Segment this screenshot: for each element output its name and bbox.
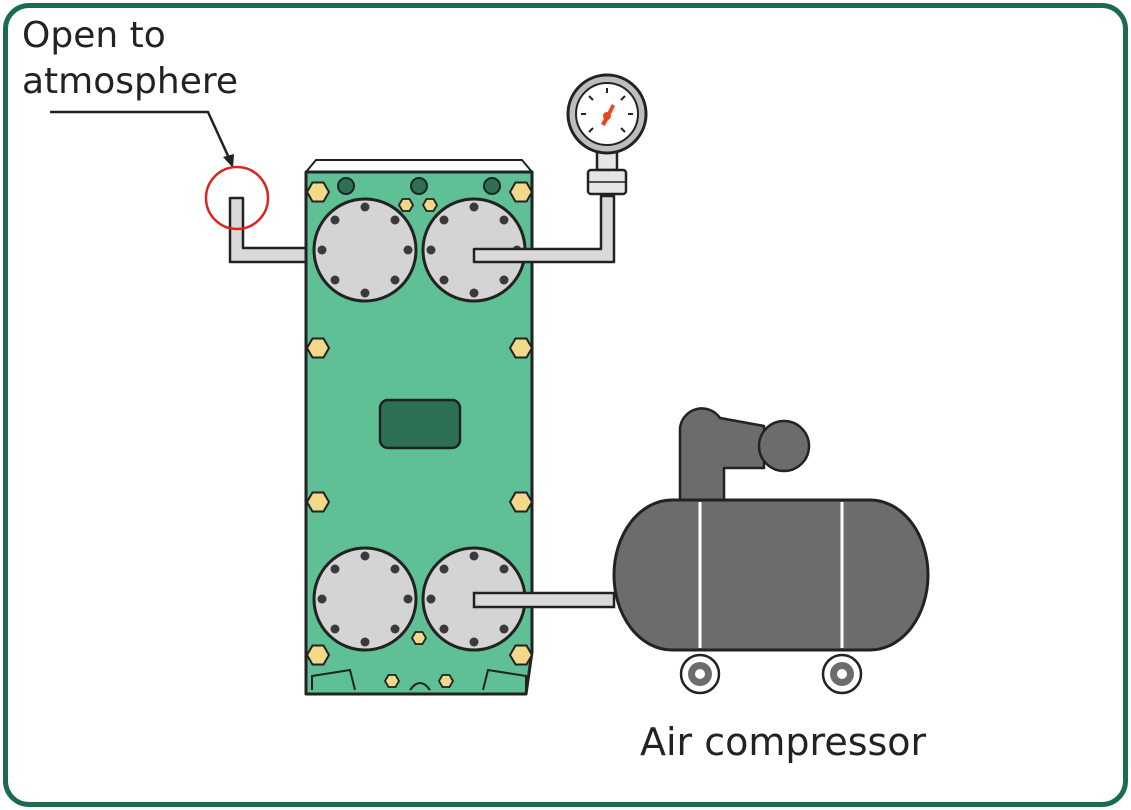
compressor-pipe	[472, 591, 616, 609]
open-to-atmosphere-label-line2: atmosphere	[22, 61, 238, 102]
diagram-frame	[3, 3, 1128, 807]
port-top-left	[312, 197, 418, 303]
gauge-pipe	[472, 194, 616, 264]
air-compressor-label: Air compressor	[640, 720, 927, 764]
pointer-arrow	[50, 110, 234, 168]
pressure-gauge-icon	[566, 73, 648, 196]
heat-exchanger-icon	[304, 159, 534, 696]
open-to-atmosphere-label-line1: Open to	[22, 15, 166, 56]
air-compressor-icon	[612, 407, 930, 695]
port-bottom-left	[312, 546, 418, 652]
open-end-marker-icon	[204, 165, 270, 231]
